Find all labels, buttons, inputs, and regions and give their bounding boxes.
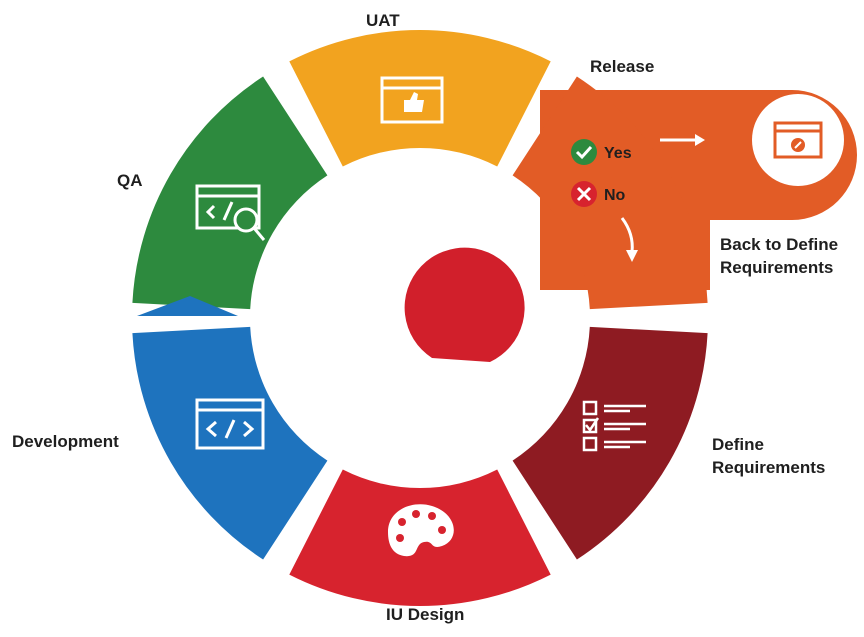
palette-icon [388, 504, 454, 557]
code-search-window-icon [195, 184, 266, 241]
define-requirements-label: Define Requirements [712, 434, 825, 480]
back-label-line1: Back to Define [720, 235, 839, 254]
uat-segment [289, 30, 551, 167]
development-arrow-tip [137, 296, 238, 316]
yes-option: Yes [571, 139, 632, 165]
back-to-define-label: Back to Define Requirements [720, 234, 838, 280]
ui-design-label: IU Design [386, 605, 465, 624]
yes-arrow-icon [660, 134, 705, 146]
check-icon [571, 139, 597, 165]
uat-label: UAT [366, 11, 400, 30]
code-window-icon [195, 398, 265, 450]
release-label: Release [590, 57, 655, 76]
release-segment [512, 76, 708, 310]
no-label: No [604, 187, 626, 204]
qa-label: QA [117, 171, 143, 190]
thumbs-up-window-icon [380, 76, 444, 124]
no-arrow-icon [620, 217, 638, 262]
development-label: Development [12, 432, 119, 451]
yes-label: Yes [604, 145, 632, 162]
back-label-line2: Requirements [720, 257, 834, 277]
checklist-icon [582, 400, 646, 452]
center-teardrop [404, 247, 525, 362]
define-label-line1: Define [712, 435, 764, 454]
no-option: No [571, 181, 626, 207]
define-label-line2: Requirements [712, 457, 826, 477]
qa-segment [132, 76, 328, 310]
development-segment [132, 326, 328, 560]
release-window-icon [773, 121, 823, 159]
